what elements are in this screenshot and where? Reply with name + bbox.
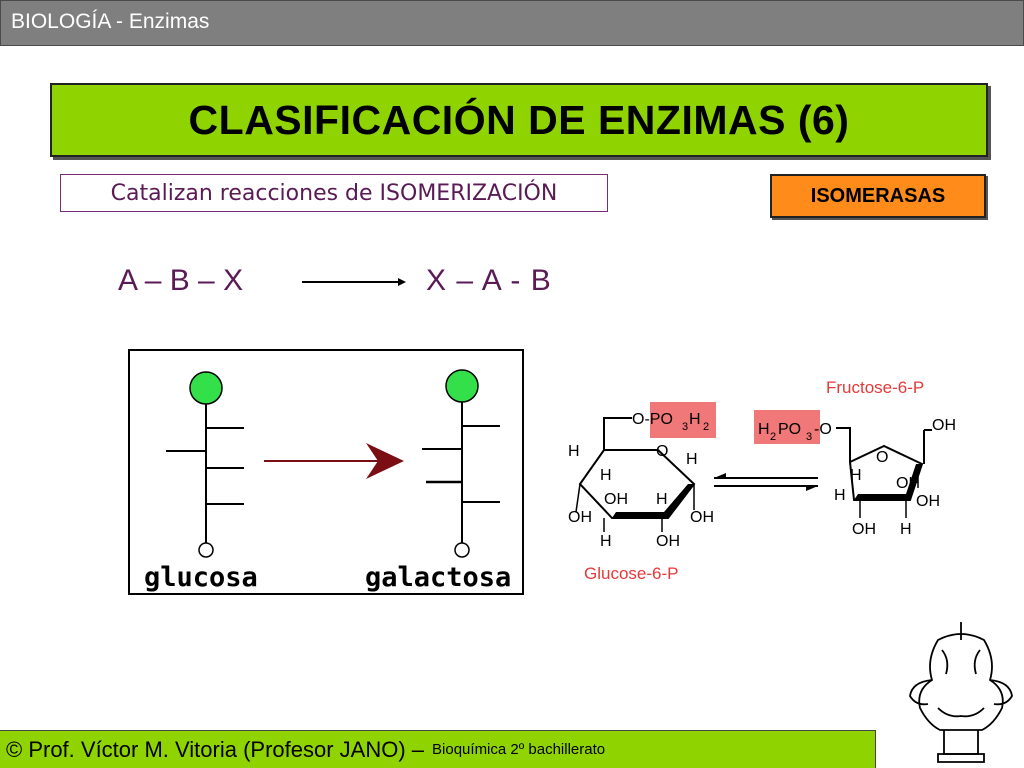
footer-author: © Prof. Víctor M. Vitoria (Profesor JANO… <box>6 736 425 762</box>
galactosa-structure <box>422 369 500 558</box>
svg-text:O: O <box>876 449 888 466</box>
svg-text:O: O <box>656 443 668 460</box>
svg-text:2: 2 <box>703 421 709 433</box>
svg-text:OH: OH <box>916 493 940 510</box>
svg-text:PO: PO <box>778 421 801 438</box>
svg-text:3: 3 <box>806 431 812 443</box>
subtitle-box: Catalizan reacciones de ISOMERIZACIÓN <box>60 174 608 212</box>
fructose-phosphate-highlight <box>754 410 820 444</box>
svg-text:OH: OH <box>656 533 680 550</box>
svg-text:H: H <box>689 411 701 428</box>
svg-text:H: H <box>834 487 846 504</box>
equation-right: X – A - B <box>426 264 552 297</box>
svg-text:H: H <box>568 443 580 460</box>
slide-title: CLASIFICACIÓN DE ENZIMAS (6) <box>188 96 850 143</box>
svg-text:H: H <box>900 521 912 538</box>
svg-text:H: H <box>600 467 612 484</box>
glucosa-top-node-icon <box>189 371 223 405</box>
glucose-phosphate-highlight <box>650 402 716 438</box>
equation-left: A – B – X <box>118 264 244 297</box>
svg-text:-O: -O <box>814 421 832 438</box>
glucosa-label: glucosa <box>144 562 258 593</box>
reaction-arrow-icon <box>302 278 406 286</box>
header-title: BIOLOGÍA - Enzimas <box>11 10 210 33</box>
transformation-arrow-icon <box>264 443 404 479</box>
subtitle-text: Catalizan reacciones de ISOMERIZACIÓN <box>110 180 558 206</box>
svg-text:O-PO: O-PO <box>632 411 673 428</box>
footer-course: Bioquímica 2º bachillerato <box>432 741 606 758</box>
svg-text:H: H <box>600 533 612 550</box>
svg-text:2: 2 <box>770 431 776 443</box>
glucose-6-p-label: Glucose-6-P <box>584 564 679 583</box>
svg-text:OH: OH <box>932 417 956 434</box>
svg-text:OH: OH <box>896 475 920 492</box>
fructose-6-p-structure: H 2 PO 3 -O O OH H H OH OH OH H <box>754 410 956 538</box>
jano-logo-icon <box>909 622 1013 763</box>
svg-text:H: H <box>758 421 770 438</box>
top-bar: BIOLOGÍA - Enzimas <box>0 0 1024 46</box>
svg-text:H: H <box>686 451 698 468</box>
galactosa-bottom-node-icon <box>454 542 470 558</box>
fructose-6-p-label: Fructose-6-P <box>826 378 925 397</box>
svg-text:H: H <box>656 491 668 508</box>
galactosa-top-node-icon <box>445 369 479 403</box>
svg-text:OH: OH <box>852 521 876 538</box>
badge-text: ISOMERASAS <box>810 184 946 207</box>
slide-title-box: CLASIFICACIÓN DE ENZIMAS (6) <box>50 83 988 157</box>
epimer-diagram <box>166 369 500 558</box>
svg-text:OH: OH <box>604 491 628 508</box>
isomerasas-badge: ISOMERASAS <box>770 174 986 218</box>
glucosa-structure <box>166 371 244 558</box>
svg-text:OH: OH <box>690 509 714 526</box>
glucose-galactose-panel <box>128 349 524 595</box>
footer-bar: © Prof. Víctor M. Vitoria (Profesor JANO… <box>0 730 876 768</box>
galactosa-label: galactosa <box>365 562 512 593</box>
glucose-6-p-structure: O-PO 3 H 2 O H H H OH H OH OH H OH <box>568 402 716 550</box>
svg-text:OH: OH <box>568 509 592 526</box>
equilibrium-arrows-icon <box>714 473 818 491</box>
glucosa-bottom-node-icon <box>198 542 214 558</box>
isomerization-chem-diagram: O-PO 3 H 2 O H H H OH H OH OH H OH H 2 P… <box>568 402 956 550</box>
svg-text:H: H <box>850 467 862 484</box>
svg-text:3: 3 <box>682 421 688 433</box>
